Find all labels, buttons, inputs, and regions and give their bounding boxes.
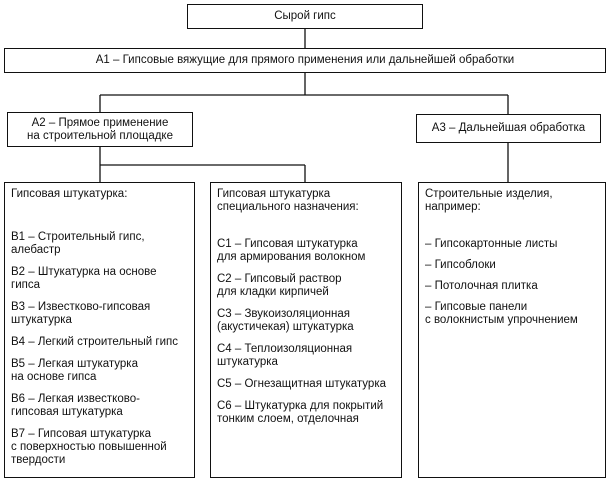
products-column-header: Строительные изделия, например: xyxy=(425,188,553,213)
a3-label: A3 – Дальнейшая обработка xyxy=(431,122,586,134)
list-item-b4: B4 – Легкий строительный гипс xyxy=(11,336,178,348)
list-item-c3: C3 – Звукоизоляционная (акустичекая) шту… xyxy=(217,308,354,333)
plaster-list: B1 – Строительный гипс, алебастр B2 – Шт… xyxy=(11,231,188,467)
root-label: Сырой гипс xyxy=(274,10,336,22)
plaster-column: Гипсовая штукатурка: B1 – Строительный г… xyxy=(4,182,195,478)
list-item-c4: C4 – Теплоизоляционная штукатурка xyxy=(217,343,353,368)
list-item-b2: B2 – Штукатурка на основе гипса xyxy=(11,266,157,291)
a2-label-line1: A2 – Прямое применение xyxy=(31,116,169,129)
list-item-ceiling-tiles: – Потолочная плитка xyxy=(425,280,538,292)
plaster-column-header: Гипсовая штукатурка: xyxy=(11,188,128,200)
list-item-c2: C2 – Гипсовый раствор для кладки кирпиче… xyxy=(217,273,342,298)
special-plaster-column: Гипсовая штукатурка специального назначе… xyxy=(210,182,402,478)
a2-box: A2 – Прямое применение на строительной п… xyxy=(7,112,193,147)
special-plaster-list: C1 – Гипсовая штукатурка для армирования… xyxy=(217,238,395,426)
list-item-b1: B1 – Строительный гипс, алебастр xyxy=(11,231,145,256)
list-item-b7: B7 – Гипсовая штукатурка с поверхностью … xyxy=(11,428,167,466)
list-item-c6: C6 – Штукатурка для покрытий тонким слое… xyxy=(217,400,384,425)
a1-box: A1 – Гипсовые вяжущие для прямого примен… xyxy=(4,48,606,73)
list-item-gypsum-blocks: – Гипсоблоки xyxy=(425,259,496,271)
special-plaster-column-header: Гипсовая штукатурка специального назначе… xyxy=(217,188,359,213)
root-box: Сырой гипс xyxy=(187,4,423,29)
a3-box: A3 – Дальнейшая обработка xyxy=(416,114,601,143)
list-item-b5: B5 – Легкая штукатурка на основе гипса xyxy=(11,358,138,383)
list-item-drywall: – Гипсокартонные листы xyxy=(425,238,558,250)
list-item-c1: C1 – Гипсовая штукатурка для армирования… xyxy=(217,238,366,263)
list-item-b3: B3 – Известково-гипсовая штукатурка xyxy=(11,301,151,326)
a1-label: A1 – Гипсовые вяжущие для прямого примен… xyxy=(95,54,515,66)
list-item-fiber-panels: – Гипсовые панели с волокнистым упрочнен… xyxy=(425,301,578,326)
products-list: – Гипсокартонные листы – Гипсоблоки – По… xyxy=(425,238,599,327)
products-column: Строительные изделия, например: – Гипсок… xyxy=(418,182,606,478)
list-item-b6: B6 – Легкая известково- гипсовая штукату… xyxy=(11,393,140,418)
list-item-c5: C5 – Огнезащитная штукатурка xyxy=(217,378,387,390)
a2-label-line2: на строительной площадке xyxy=(27,129,173,142)
